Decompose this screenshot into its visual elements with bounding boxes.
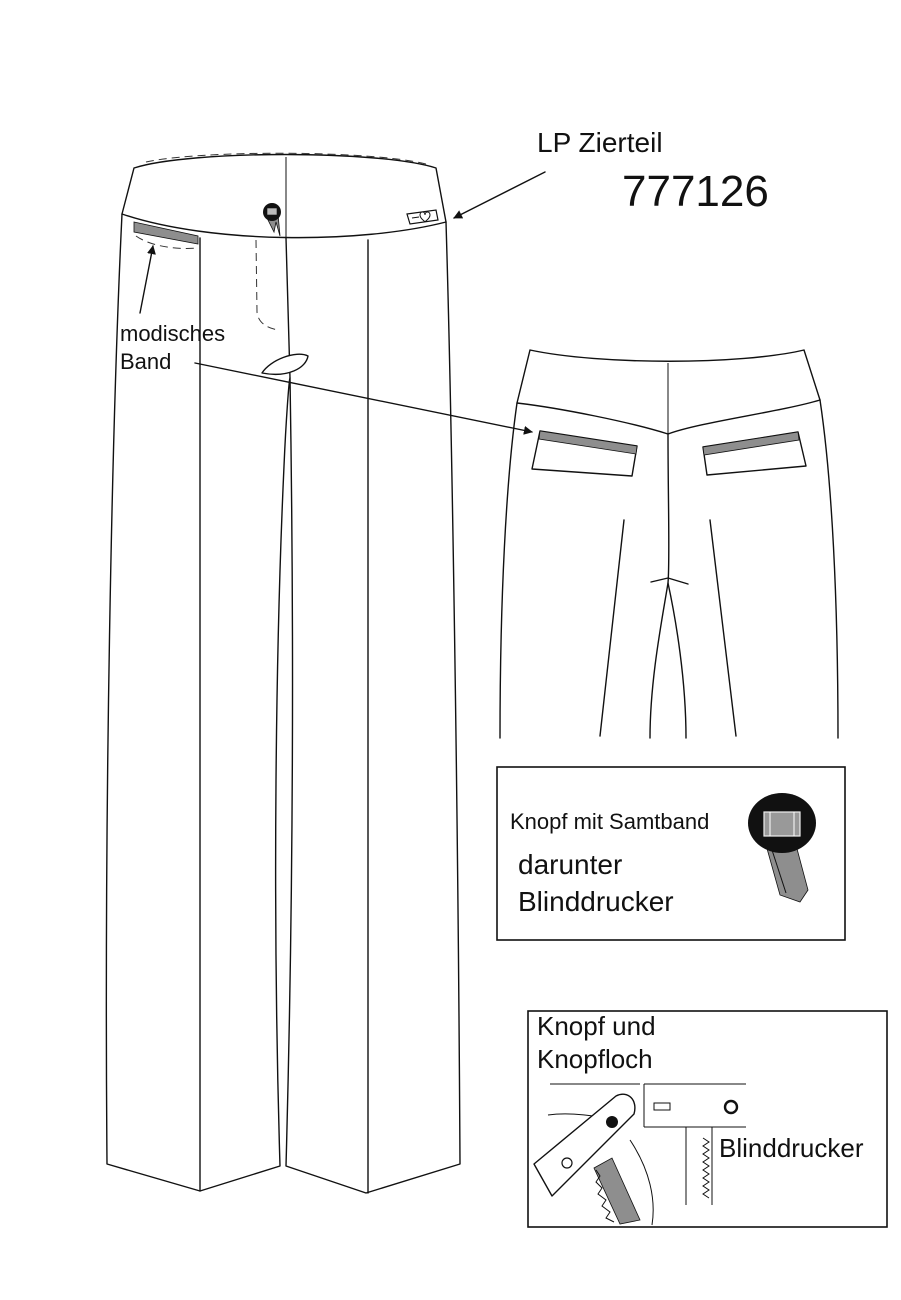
- fashion-band-arrow-front: [139, 245, 156, 314]
- back-left-side: [499, 402, 518, 739]
- detail-box-button-and-buttonhole: Knopf und Knopfloch Blinddrucker: [527, 1010, 888, 1228]
- back-view-trousers: [499, 349, 839, 739]
- fly-tab: [261, 353, 309, 375]
- back-right-pocket-band: [702, 431, 800, 456]
- back-left-crease: [599, 519, 625, 737]
- center-back-seam: [649, 433, 670, 739]
- fashion-band-label-line1: modisches: [120, 321, 225, 346]
- fly-stitching: [255, 239, 279, 331]
- crotch-bartack: [650, 577, 689, 585]
- center-front-seam: [285, 237, 291, 379]
- detail-buttonhole-line1: Knopf und: [537, 1011, 656, 1041]
- detail-box-velvet-button: Knopf mit Samtband darunter Blinddrucker: [496, 766, 846, 941]
- front-pocket-band: [133, 221, 199, 245]
- front-button-with-velvet-band: [263, 203, 281, 237]
- velvet-button-icon: [748, 793, 816, 903]
- decor-part-lp: [406, 209, 439, 225]
- center-back-seam-right: [667, 582, 687, 739]
- back-left-pocket-band: [538, 430, 638, 455]
- back-right-side: [819, 399, 839, 739]
- straight-waistband-detail: [643, 1083, 746, 1205]
- front-outer-outline: [105, 213, 461, 1194]
- decor-part-label: LP Zierteil: [537, 127, 663, 158]
- front-waistband: [121, 153, 447, 239]
- detail-buttonhole-line2: Knopfloch: [537, 1044, 653, 1074]
- decor-part-arrow: [453, 171, 546, 219]
- pocket-topstitch: [135, 235, 199, 249]
- fashion-band-label-line2: Band: [120, 349, 171, 374]
- angled-waistband-detail: [533, 1083, 654, 1226]
- waistband-topstitch: [145, 152, 427, 165]
- front-view-trousers: [105, 152, 461, 1194]
- detail-velvet-line3: Blinddrucker: [518, 886, 674, 917]
- detail-velvet-line2: darunter: [518, 849, 622, 880]
- back-right-crease: [709, 519, 737, 737]
- detail-velvet-line1: Knopf mit Samtband: [510, 809, 709, 834]
- fashion-band-arrow-back: [194, 362, 533, 435]
- article-number: 777126: [622, 167, 769, 216]
- detail-buttonhole-line3: Blinddrucker: [719, 1133, 864, 1163]
